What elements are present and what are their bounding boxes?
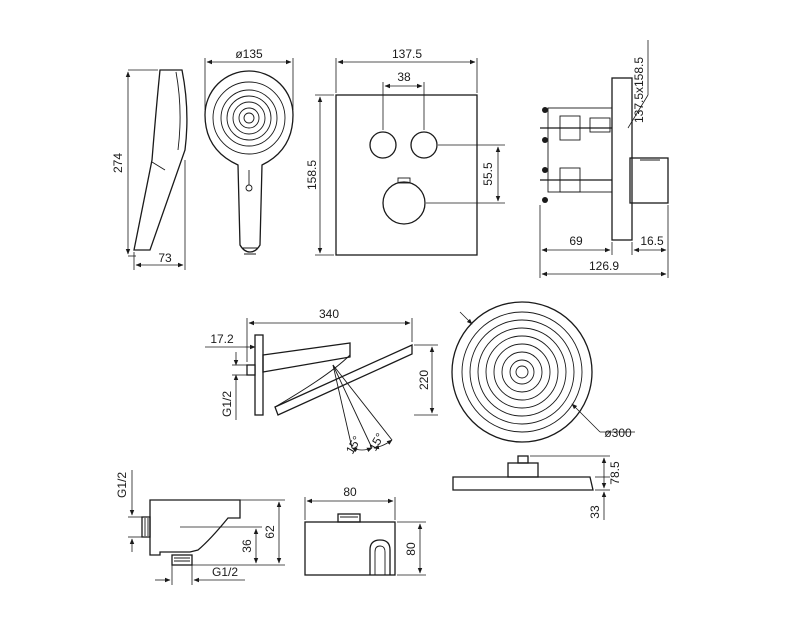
handshower-side-view: 274 73 [111,69,188,270]
thread-g12-arm: G1/2 [220,391,234,417]
dim-220: 220 [417,370,431,390]
dim-69: 69 [569,234,583,248]
overhead-shower-top-view: ø300 [451,301,635,443]
dim-340: 340 [319,307,339,321]
shower-holder-front-view: 80 80 [304,485,426,576]
overhead-shower-side-view: 78.5 33 [452,455,622,520]
thread-g12-elbow-bottom: G1/2 [212,565,238,579]
dim-73: 73 [158,251,172,265]
control-plate-front: 137.5 38 158.5 55.5 [305,47,505,256]
dim-dia-300: ø300 [604,426,632,440]
dim-78-5: 78.5 [608,461,622,485]
dim-137-5: 137.5 [392,47,422,61]
dim-36: 36 [240,539,254,553]
dim-126-9: 126.9 [589,259,619,273]
dim-dia-135: ø135 [235,47,263,61]
dim-33: 33 [588,505,602,519]
handshower-front-view: ø135 [204,47,294,255]
dim-16-5: 16.5 [640,234,664,248]
dim-38: 38 [397,70,411,84]
dim-80-width: 80 [343,485,357,499]
dim-274: 274 [111,153,125,173]
dim-55-5: 55.5 [481,162,495,186]
control-side-view: 137.5x158.5 69 16.5 126.9 [539,40,669,278]
wall-elbow-side-view: G1/2 36 62 G1/2 [115,470,285,585]
dim-17-2: 17.2 [210,332,234,346]
dim-80-height: 80 [404,542,418,556]
dim-62: 62 [263,525,277,539]
shower-arm-side-view: 15° 15° 340 17.2 G1/2 220 [205,307,438,456]
angle-15-a: 15° [343,433,364,456]
dim-137-5x158-5: 137.5x158.5 [632,57,646,123]
thread-g12-elbow-top: G1/2 [115,472,129,498]
dim-158-5: 158.5 [305,160,319,190]
angle-15-b: 15° [366,430,387,453]
